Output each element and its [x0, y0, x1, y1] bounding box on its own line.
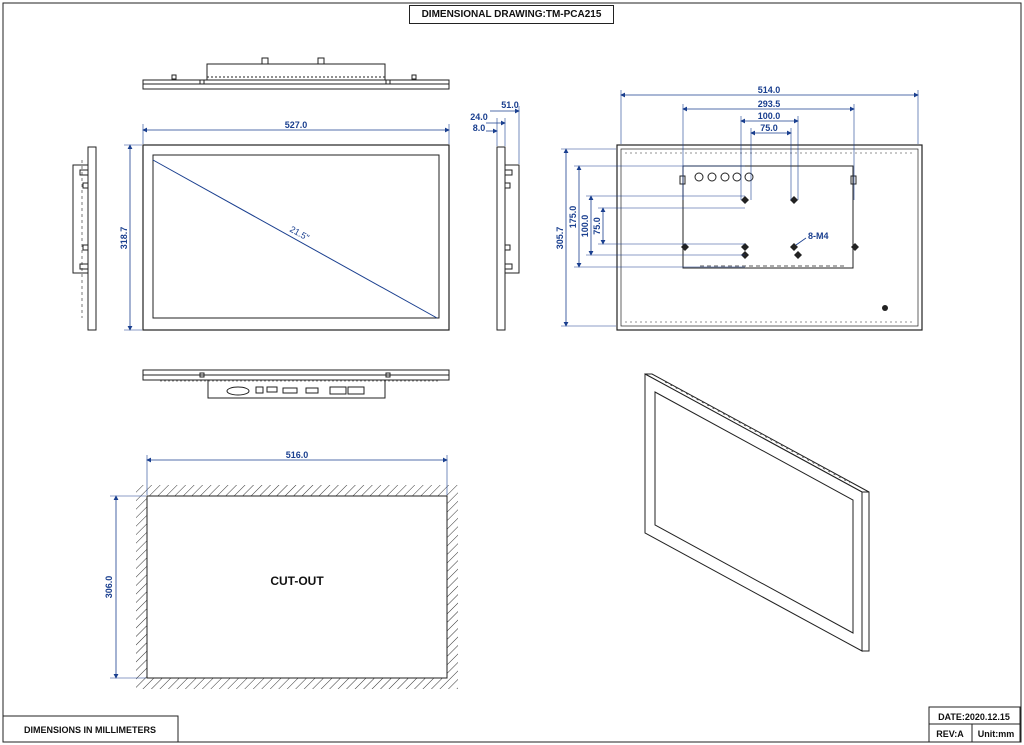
cutout-height-label: 306.0	[104, 576, 114, 599]
units-note: DIMENSIONS IN MILLIMETERS	[24, 725, 156, 735]
unit-label: Unit:mm	[978, 729, 1015, 739]
drawing-title: DIMENSIONAL DRAWING:TM-PCA215	[409, 5, 614, 24]
cutout-drawing	[110, 455, 458, 689]
front-height-label: 318.7	[119, 227, 129, 250]
depth-a-label: 24.0	[470, 112, 488, 122]
rev-label: REV:A	[936, 729, 964, 739]
cutout-width-label: 516.0	[286, 450, 309, 460]
rear-height-label: 305.7	[555, 227, 565, 250]
screw-holes	[681, 196, 859, 259]
front-screen	[152, 154, 440, 319]
rear-height-b-label: 100.0	[580, 215, 590, 238]
rear-height-c-label: 75.0	[592, 217, 602, 235]
bottom-view	[142, 369, 450, 399]
footer-unit-box	[971, 723, 1021, 743]
cutout-label: CUT-OUT	[270, 574, 324, 588]
depth-total-label: 51.0	[501, 100, 519, 110]
drawing-title-text: DIMENSIONAL DRAWING:TM-PCA215	[421, 9, 602, 20]
top-view	[142, 57, 450, 90]
footer-units-note-box	[2, 715, 179, 743]
left-side-view	[72, 146, 97, 331]
screen-diagonal	[152, 159, 438, 319]
rear-height-a-label: 175.0	[568, 206, 578, 229]
cutout-opening	[146, 495, 448, 679]
front-bezel	[142, 144, 450, 331]
screw-spec-label: 8-M4	[808, 231, 829, 241]
right-side-view	[486, 106, 520, 331]
rear-span2-label: 100.0	[758, 111, 781, 121]
front-width-label: 527.0	[285, 120, 308, 130]
rear-width-label: 514.0	[758, 85, 781, 95]
front-view	[124, 124, 450, 331]
rear-view	[561, 90, 923, 331]
date-label: DATE:2020.12.15	[938, 712, 1010, 722]
rear-span3-label: 75.0	[760, 123, 778, 133]
rear-span1-label: 293.5	[758, 99, 781, 109]
isometric-view	[644, 373, 870, 652]
depth-b-label: 8.0	[473, 123, 486, 133]
